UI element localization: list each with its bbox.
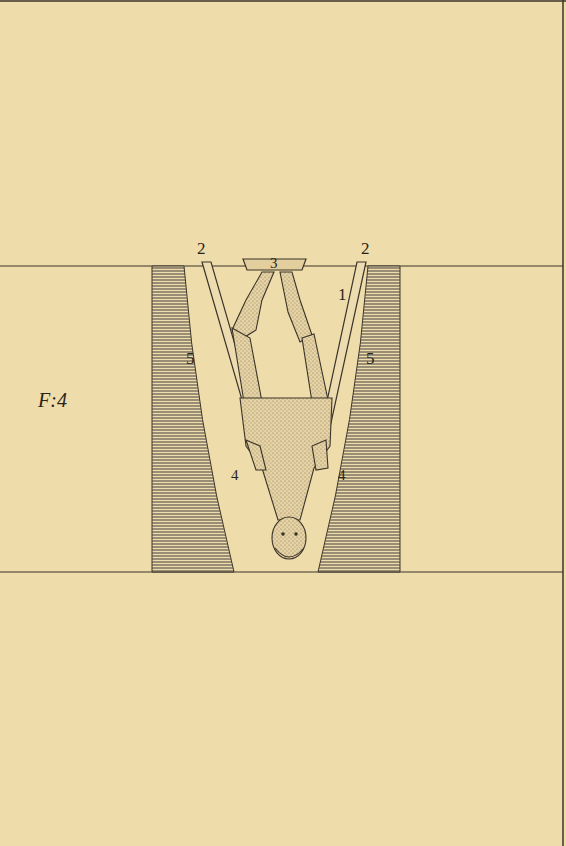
callout-number: 4: [338, 468, 346, 483]
pit-walls: [152, 266, 400, 572]
callout-number: 3: [270, 256, 278, 271]
figure-number: F:4: [38, 390, 67, 410]
callout-number: 4: [231, 468, 239, 483]
callout-number: 1: [338, 286, 347, 303]
inverted-man: [232, 272, 332, 559]
callout-number: 2: [197, 240, 206, 257]
callout-number: 5: [366, 350, 375, 367]
callout-number: 2: [361, 240, 370, 257]
callout-number: 5: [186, 350, 195, 367]
